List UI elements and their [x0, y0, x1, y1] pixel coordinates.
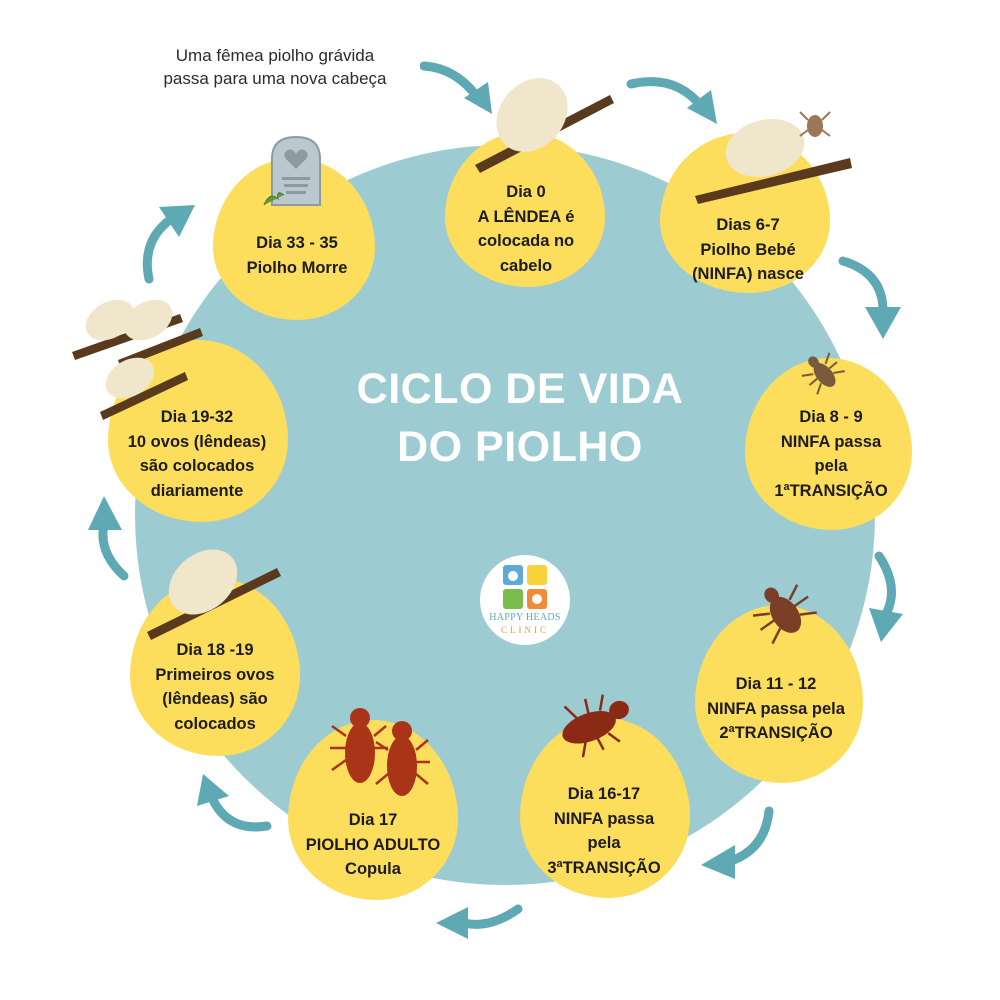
arrow-icon-5: [436, 904, 523, 939]
stage-blob-day-11-12: [695, 605, 863, 783]
arrow-icon-2: [838, 256, 901, 339]
intro-note: Uma fêmea piolho grávida passa para uma …: [163, 46, 387, 88]
arrow-icon-8: [142, 205, 195, 284]
stage-blob-day-0: [445, 132, 605, 287]
first-egg-icon: [147, 549, 281, 640]
stage-blob-day-16-17: [520, 718, 690, 898]
adult-lice-pair-icon: [330, 708, 430, 796]
large-nymph-icon: [562, 694, 629, 758]
diagram-title: CICLO DE VIDA DO PIOLHO: [356, 365, 684, 471]
small-nymph-icon: [801, 352, 845, 395]
arrow-icon-4: [701, 806, 774, 879]
tombstone-icon: [263, 135, 321, 206]
logo-subtitle: CLINIC: [501, 625, 549, 635]
arrow-icon-7: [88, 496, 129, 581]
arrow-icon-3: [869, 551, 903, 642]
logo-name: HAPPY HEADS: [489, 612, 561, 623]
arrow-icon-1: [626, 77, 717, 124]
arrow-icon-intro: [420, 61, 492, 114]
nit-on-hair-icon: [475, 78, 614, 173]
medium-nymph-icon: [752, 584, 817, 645]
multiple-eggs-icon: [72, 299, 203, 420]
arrow-icon-6: [197, 774, 272, 832]
hatching-nymph-icon: [695, 111, 852, 204]
clinic-logo: HAPPY HEADS CLINIC: [480, 555, 570, 645]
logo-tiles-icon: [503, 565, 547, 609]
